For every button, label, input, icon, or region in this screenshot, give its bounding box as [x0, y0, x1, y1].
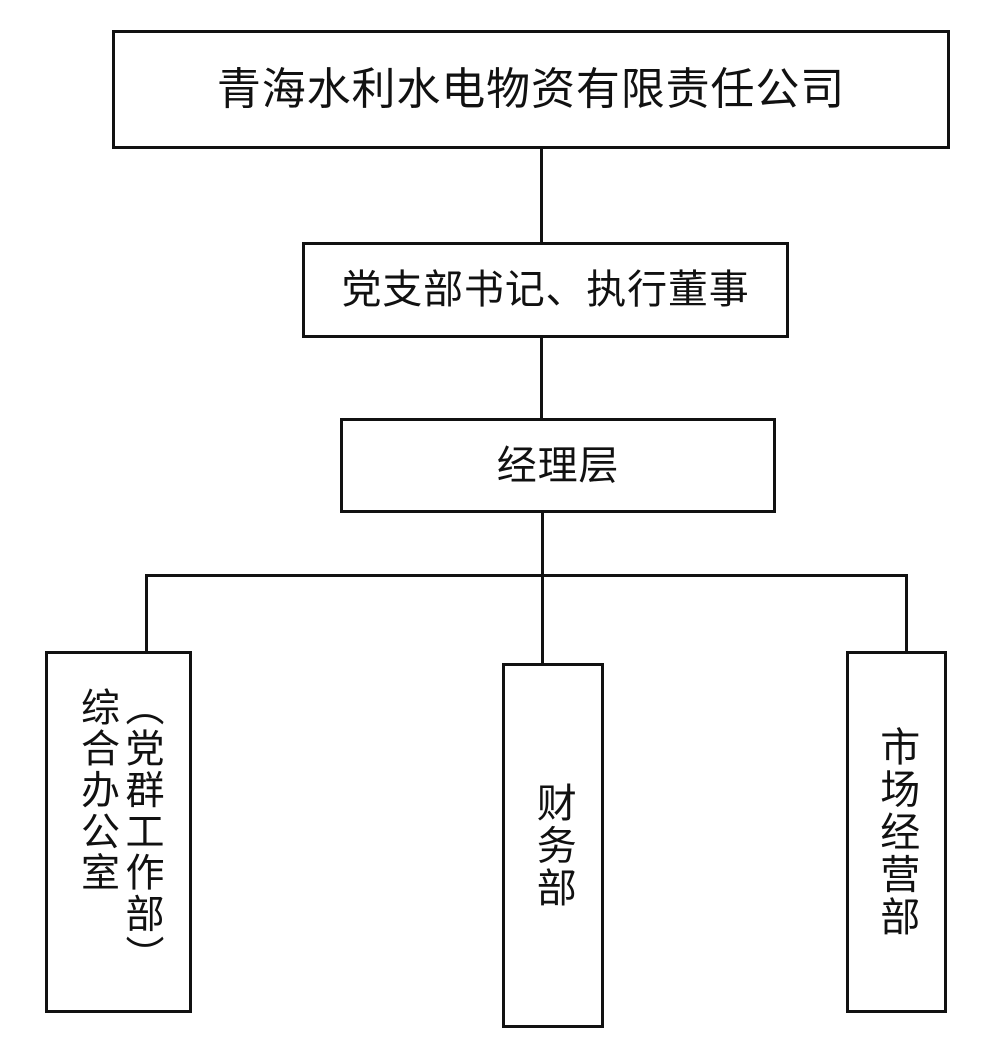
node-market-label: 市场经营部 [874, 726, 920, 938]
node-finance-text: 财务部 [530, 781, 576, 910]
node-secretary-label: 党支部书记、执行董事 [341, 267, 750, 313]
node-finance-label: 财务部 [530, 781, 576, 910]
connector-manager-drop [541, 513, 544, 577]
node-market-text: 市场经营部 [874, 726, 920, 938]
node-office-label-left-column: 综合办公室 [75, 687, 119, 894]
node-office-text: （党群工作部） 综合办公室 [75, 687, 164, 977]
connector-company-to-secretary [540, 149, 543, 243]
connector-bus-to-finance [541, 574, 544, 664]
node-company-label: 青海水利水电物资有限责任公司 [216, 64, 846, 114]
node-market[interactable]: 市场经营部 [846, 651, 947, 1013]
node-office[interactable]: （党群工作部） 综合办公室 [45, 651, 192, 1013]
node-office-label-right-column: （党群工作部） [120, 687, 164, 977]
node-company[interactable]: 青海水利水电物资有限责任公司 [112, 30, 950, 149]
connector-bus-to-market [905, 574, 908, 652]
connector-secretary-to-manager [540, 338, 543, 419]
node-finance[interactable]: 财务部 [502, 663, 604, 1028]
node-secretary[interactable]: 党支部书记、执行董事 [302, 242, 789, 338]
node-manager-label: 经理层 [496, 442, 620, 488]
connector-bus-to-office [145, 574, 148, 652]
connector-horizontal-bus [145, 574, 908, 577]
node-manager[interactable]: 经理层 [340, 418, 776, 513]
